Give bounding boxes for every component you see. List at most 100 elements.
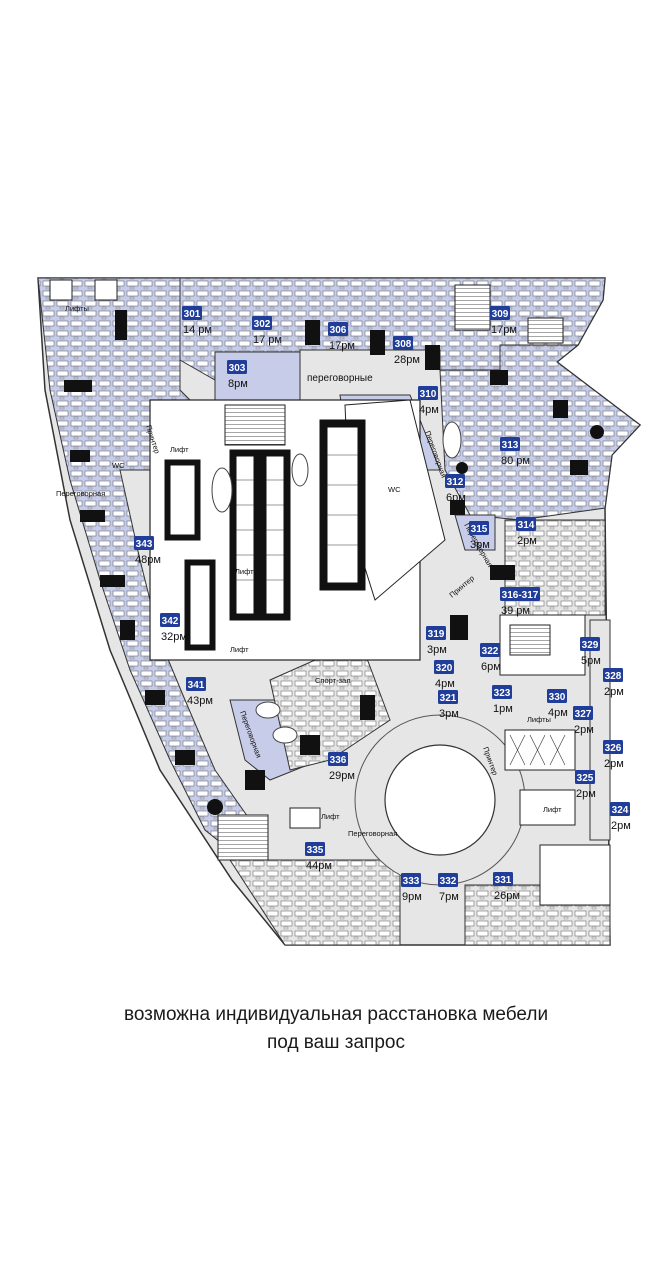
office-badge-box [603,668,623,682]
office-badge-box [328,752,348,766]
office-capacity: 17рм [329,340,355,352]
office-number: 321 [440,693,457,704]
lift-box-top-left-a [49,279,73,301]
office-badge-box [134,536,154,550]
lift-shafts [164,419,366,651]
column-313 [590,425,604,439]
office-badge-box [434,660,454,674]
office-capacity: 6рм [481,661,501,673]
office-capacity: 9рм [402,891,422,903]
office-capacity: 17рм [491,324,517,336]
caption-line-2: под ваш запрос [267,1032,405,1053]
office-capacity: 1рм [493,703,513,715]
office-number: 320 [436,663,453,674]
office-number: 329 [582,640,599,651]
right-lifts [504,729,576,771]
office-number: 309 [492,309,509,320]
office-badge-box [393,336,413,350]
white-block-right [539,844,611,906]
office-badge-box [603,740,623,754]
stair-top-right [527,317,564,344]
office-badge-box [492,685,512,699]
office-badge-box [252,316,272,330]
office-number: 310 [420,389,437,400]
office-capacity: 39 рм [501,605,530,617]
office-badge-309[interactable]: 309 17рм [490,306,517,336]
label-lift-a: Лифт [170,445,189,454]
office-badge-box [547,689,567,703]
label-gym: Спорт-зал [315,676,351,685]
label-lift-c: Лифт [543,805,562,814]
office-badge-box [490,306,510,320]
office-number: 315 [471,524,488,535]
office-badge-316-317[interactable]: 316-317 39 рм [500,587,540,617]
office-capacity: 43рм [187,695,213,707]
office-capacity: 5рм [581,655,601,667]
office-number: 314 [518,520,535,531]
office-number: 319 [428,629,445,640]
label-meetings-top: переговорные [307,373,373,384]
office-capacity: 44рм [306,860,332,872]
office-badge-box [580,637,600,651]
office-capacity: 3рм [439,708,459,720]
office-number: 325 [577,773,594,784]
office-badge-box [469,521,489,535]
office-badge-343[interactable]: 343 48рм [134,536,161,566]
office-badge-box [480,643,500,657]
office-number: 326 [605,743,622,754]
office-badge-box [575,770,595,784]
office-badge-box [305,842,325,856]
meeting-table-core-2 [291,453,309,487]
office-number: 323 [494,688,511,699]
office-capacity: 2рм [574,724,594,736]
label-lift-b: Лифт [230,645,249,654]
office-number: 316-317 [502,590,539,601]
office-number: 303 [229,363,246,374]
office-badge-box [610,802,630,816]
office-capacity: 48рм [135,554,161,566]
office-number: 336 [330,755,347,766]
office-capacity: 7рм [439,891,459,903]
office-badge-box [493,872,513,886]
zone-335 [229,859,401,946]
column-341 [207,799,223,815]
office-number: 343 [136,539,153,550]
office-capacity: 28рм [394,354,420,366]
office-capacity: 26рм [494,890,520,902]
office-badge-box [160,613,180,627]
stair-top [454,284,491,331]
label-wc-center: WC [388,485,401,494]
office-capacity: 3рм [470,539,490,551]
right-stairs [509,624,551,656]
office-badge-box [328,322,348,336]
